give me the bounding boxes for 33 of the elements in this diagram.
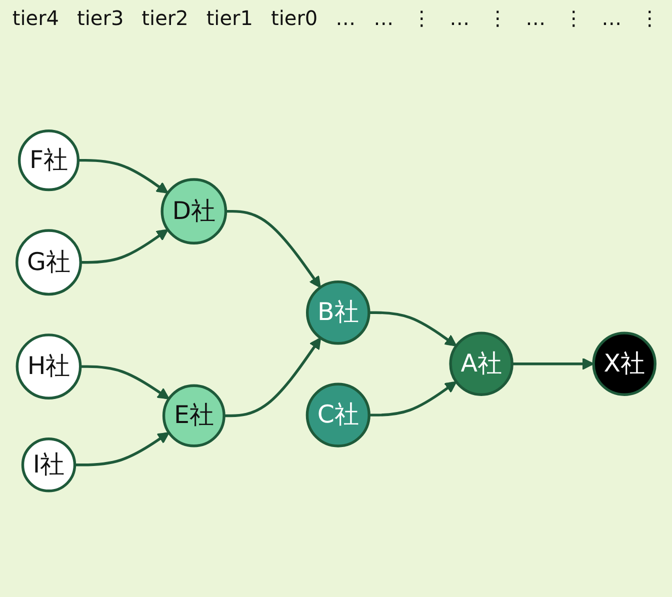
tier-label: ⋮ (640, 6, 660, 30)
tier-label: … (526, 6, 546, 30)
tier-label: … (374, 6, 394, 30)
node-circle: D社 (160, 178, 228, 244)
node-circle: X社 (592, 331, 656, 396)
arrow (80, 364, 170, 399)
tier-label: ⋮ (412, 6, 432, 30)
arrow (369, 380, 457, 416)
arrow (226, 210, 321, 288)
node-circle: F社 (18, 129, 80, 191)
tier-label: ⋮ (488, 6, 508, 30)
arrow (368, 310, 457, 346)
arrow (78, 158, 168, 194)
arrow (224, 336, 322, 417)
tier-label: tier0 (270, 6, 318, 30)
node-circle: E社 (162, 384, 226, 447)
node-circle: C社 (306, 382, 370, 447)
tier-label: tier2 (142, 6, 188, 30)
node-circle: A社 (449, 331, 514, 396)
node-circle: B社 (306, 280, 370, 344)
arrow (74, 432, 170, 466)
node-circle: G社 (16, 228, 82, 296)
node-circle: H社 (16, 333, 82, 400)
node-circle: I社 (21, 437, 76, 492)
arrow (80, 228, 168, 264)
tier-label: tier3 (77, 6, 124, 30)
tier-label: tier1 (206, 6, 253, 30)
tier-label: … (602, 6, 622, 30)
tier-label: … (336, 6, 356, 30)
tier-label: ⋮ (564, 6, 584, 30)
tier-label: tier4 (12, 6, 60, 30)
tier-label: … (450, 6, 470, 30)
arrow (512, 357, 594, 370)
